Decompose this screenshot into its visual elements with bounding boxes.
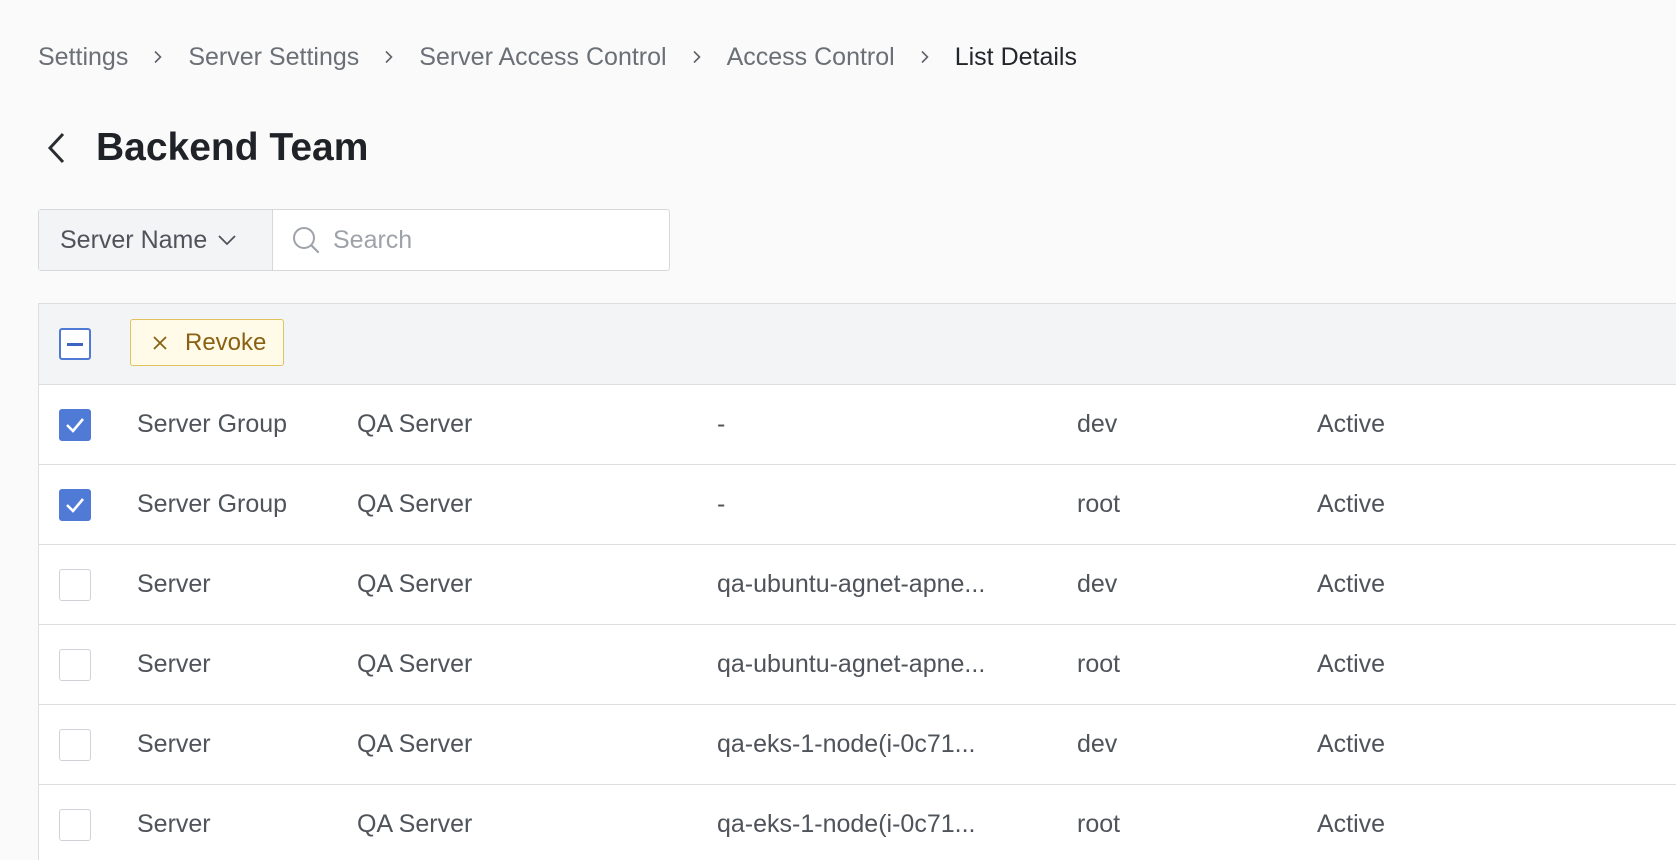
table-row[interactable]: Server QA Server qa-eks-1-node(i-0c71... ro… <box>39 785 1676 860</box>
server-group-cell: QA Server <box>357 650 473 678</box>
account-cell: dev <box>1077 570 1118 598</box>
status-cell: Active <box>1317 490 1386 518</box>
breadcrumb-item-server-settings[interactable]: Server Settings <box>188 43 360 71</box>
status-cell: Active <box>1317 650 1386 678</box>
server-group-cell: QA Server <box>357 490 473 518</box>
server-group-cell: QA Server <box>357 730 473 758</box>
chevron-right-icon <box>895 50 955 64</box>
search-field <box>273 210 669 270</box>
type-cell: Server <box>137 810 211 838</box>
revoke-button[interactable]: Revoke <box>130 319 285 366</box>
account-cell: root <box>1077 810 1121 838</box>
type-cell: Server <box>137 730 211 758</box>
indeterminate-mark-icon <box>67 342 83 346</box>
row-checkbox[interactable] <box>59 649 91 681</box>
table-row[interactable]: Server Group QA Server - dev Active <box>39 385 1676 465</box>
server-name-cell: qa-ubuntu-agnet-apne... <box>717 650 986 678</box>
breadcrumb-item-server-access-control[interactable]: Server Access Control <box>419 43 667 71</box>
search-filter-select[interactable]: Server Name <box>39 210 273 270</box>
server-name-cell: - <box>717 490 726 518</box>
table-row[interactable]: Server QA Server qa-ubuntu-agnet-apne... de… <box>39 545 1676 625</box>
status-cell: Active <box>1317 410 1386 438</box>
breadcrumb-item-settings[interactable]: Settings <box>38 43 129 71</box>
status-cell: Active <box>1317 570 1386 598</box>
table-row[interactable]: Server QA Server qa-ubuntu-agnet-apne... ro… <box>39 625 1676 705</box>
server-group-cell: QA Server <box>357 570 473 598</box>
chevron-down-icon <box>218 235 236 246</box>
row-checkbox[interactable] <box>59 489 91 521</box>
back-button[interactable] <box>44 126 80 170</box>
checkmark-icon <box>66 498 84 513</box>
search-icon <box>293 227 320 254</box>
table-toolbar: Revoke <box>39 304 1676 385</box>
search-input[interactable] <box>331 224 635 256</box>
account-cell: dev <box>1077 410 1118 438</box>
table-row[interactable]: Server Group QA Server - root Active <box>39 465 1676 545</box>
chevron-right-icon <box>667 50 727 64</box>
server-name-cell: qa-eks-1-node(i-0c71... <box>717 810 976 838</box>
row-checkbox[interactable] <box>59 729 91 761</box>
chevron-left-icon <box>47 132 65 164</box>
title-row: Backend Team <box>44 120 368 176</box>
table-row[interactable]: Server QA Server qa-eks-1-node(i-0c71... de… <box>39 705 1676 785</box>
type-cell: Server Group <box>137 410 288 438</box>
chevron-right-icon <box>128 50 188 64</box>
search-bar: Server Name <box>38 209 670 271</box>
page-title: Backend Team <box>96 126 369 169</box>
status-cell: Active <box>1317 730 1386 758</box>
status-cell: Active <box>1317 810 1386 838</box>
breadcrumb-item-access-control[interactable]: Access Control <box>726 43 895 71</box>
account-cell: dev <box>1077 730 1118 758</box>
type-cell: Server <box>137 570 211 598</box>
server-group-cell: QA Server <box>357 410 473 438</box>
breadcrumb-item-list-details: List Details <box>954 43 1077 71</box>
account-cell: root <box>1077 650 1121 678</box>
select-all-checkbox[interactable] <box>59 328 91 360</box>
server-name-cell: qa-ubuntu-agnet-apne... <box>717 570 986 598</box>
close-icon <box>153 335 167 350</box>
server-group-cell: QA Server <box>357 810 473 838</box>
account-cell: root <box>1077 490 1121 518</box>
type-cell: Server Group <box>137 490 288 518</box>
chevron-right-icon <box>359 50 419 64</box>
type-cell: Server <box>137 650 211 678</box>
row-checkbox[interactable] <box>59 569 91 601</box>
search-filter-label: Server Name <box>60 225 208 254</box>
revoke-button-label: Revoke <box>185 328 267 356</box>
server-name-cell: qa-eks-1-node(i-0c71... <box>717 730 976 758</box>
row-checkbox[interactable] <box>59 809 91 841</box>
checkmark-icon <box>66 418 84 433</box>
row-checkbox[interactable] <box>59 409 91 441</box>
server-name-cell: - <box>717 410 726 438</box>
breadcrumb: Settings Server Settings Server Access C… <box>38 40 1077 74</box>
